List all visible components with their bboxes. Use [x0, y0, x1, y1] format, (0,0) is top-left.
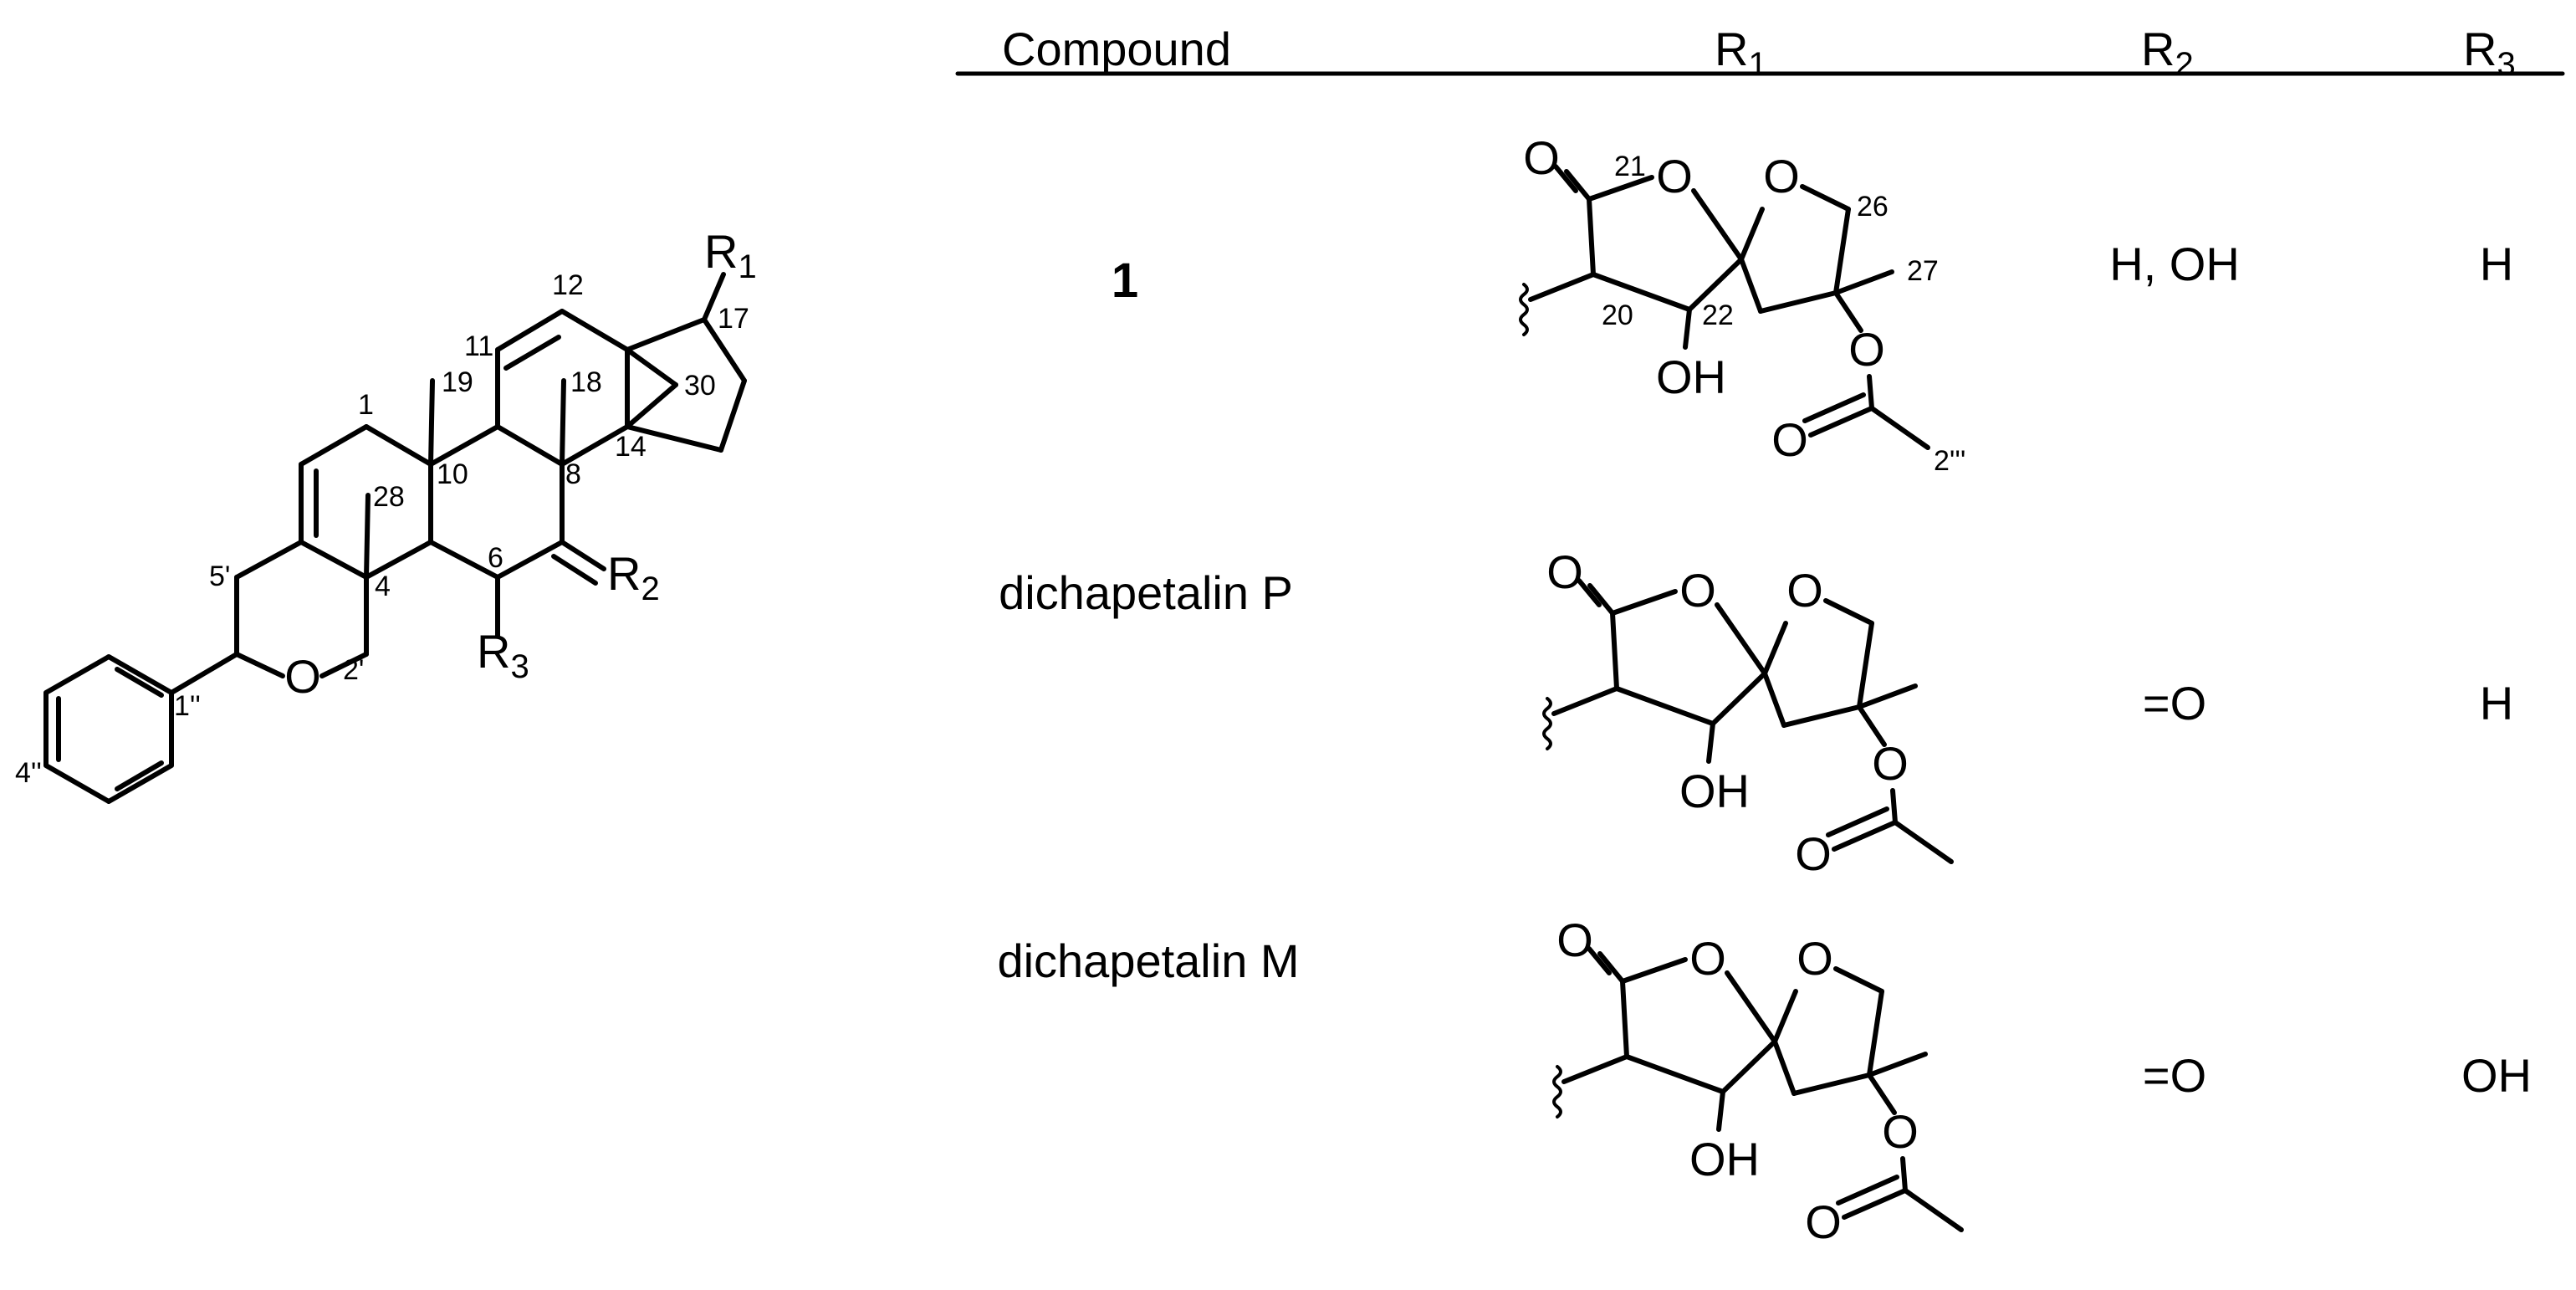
core-scaffold: O R1 R2 R3 1 19 11 12 17 30 18 28 10 8 1… — [15, 225, 757, 804]
locant-26: 26 — [1857, 191, 1889, 223]
acetyl-o: O — [1805, 1195, 1842, 1248]
locant-11: 11 — [464, 330, 493, 362]
locant-2-triple-prime: 2''' — [1934, 445, 1965, 477]
row-3-r1-structure: O O O OH O O — [1554, 914, 1961, 1248]
locant-27: 27 — [1907, 255, 1939, 287]
scaffold-r3-subscript: 3 — [510, 648, 529, 685]
header-r3: R3 — [2463, 23, 2516, 83]
scaffold-r2-subscript: 2 — [641, 571, 659, 607]
row-1-r1-structure: O O O OH O O 21 26 27 20 22 2''' — [1521, 131, 1965, 477]
scaffold-atom-labels: O R1 R2 R3 — [284, 225, 756, 703]
locant-1-double-prime: 1'' — [174, 690, 201, 722]
scaffold-r2-letter: R — [607, 547, 641, 600]
header-r3-subscript: 3 — [2497, 46, 2515, 83]
carbonyl-o: O — [1523, 131, 1560, 184]
header-r1-letter: R — [1715, 23, 1748, 75]
scaffold-r1-letter: R — [704, 225, 738, 278]
scaffold-r3: R3 — [477, 625, 529, 685]
row-3-r3: OH — [2461, 1049, 2532, 1102]
locant-1: 1 — [358, 389, 374, 421]
header-r1: R1 — [1715, 23, 1767, 83]
pyran-oxygen: O — [284, 650, 321, 703]
row-2-r3: H — [2480, 677, 2513, 729]
header-r1-subscript: 1 — [1748, 46, 1766, 83]
compound-table: Compound R1 R2 R3 1 H, OH H dichapetalin… — [955, 23, 2565, 1102]
header-r2-subscript: 2 — [2175, 46, 2193, 83]
locant-4: 4 — [375, 571, 391, 602]
locant-19: 19 — [442, 366, 473, 398]
locant-5-prime: 5' — [209, 561, 230, 592]
header-r3-letter: R — [2463, 23, 2497, 75]
locant-20: 20 — [1602, 299, 1633, 331]
locant-21: 21 — [1614, 151, 1646, 182]
scaffold-r2: R2 — [607, 547, 660, 607]
locant-28: 28 — [373, 481, 405, 513]
thf-o: O — [1797, 932, 1833, 985]
locant-22: 22 — [1702, 299, 1734, 331]
locant-18: 18 — [570, 366, 602, 398]
header-r2: R2 — [2141, 23, 2194, 83]
row-1-r2: H, OH — [2109, 238, 2240, 290]
locant-8: 8 — [565, 458, 581, 490]
locant-14: 14 — [615, 431, 647, 463]
locant-30: 30 — [684, 370, 716, 402]
scaffold-bonds — [43, 272, 747, 804]
row-1-compound: 1 — [1112, 253, 1138, 308]
acetyl-o: O — [1795, 827, 1832, 880]
thf-o: O — [1763, 150, 1800, 202]
hydroxyl-oh: OH — [1679, 765, 1750, 817]
row-1-r3: H — [2480, 238, 2513, 290]
locant-17: 17 — [718, 303, 749, 335]
row-2-compound: dichapetalin P — [999, 566, 1293, 619]
ring-o: O — [1679, 564, 1716, 617]
row-2-r1-structure: O O O OH O O — [1544, 545, 1951, 880]
acetyl-o: O — [1771, 413, 1808, 466]
ring-o: O — [1689, 932, 1726, 985]
carbonyl-o: O — [1546, 545, 1583, 598]
locant-4-double-prime: 4'' — [15, 757, 42, 789]
row-2-r2: =O — [2143, 677, 2206, 729]
row-3-r2: =O — [2143, 1049, 2206, 1102]
header-compound: Compound — [1002, 23, 1231, 75]
locant-12: 12 — [552, 269, 584, 301]
header-r2-letter: R — [2141, 23, 2175, 75]
ester-o: O — [1882, 1105, 1919, 1158]
ester-o: O — [1872, 737, 1909, 790]
hydroxyl-oh: OH — [1689, 1133, 1760, 1185]
scaffold-r1-subscript: 1 — [738, 248, 756, 285]
scaffold-r3-letter: R — [477, 625, 510, 678]
thf-o: O — [1786, 564, 1823, 617]
locant-2-prime: 2' — [343, 654, 364, 686]
ring-o: O — [1656, 150, 1693, 202]
carbonyl-o: O — [1556, 914, 1593, 966]
ester-o: O — [1848, 323, 1885, 376]
locant-6: 6 — [488, 542, 503, 574]
locant-10: 10 — [437, 458, 468, 490]
hydroxyl-oh: OH — [1656, 351, 1726, 403]
row-3-compound: dichapetalin M — [997, 934, 1299, 987]
scaffold-locants: 1 19 11 12 17 30 18 28 10 8 14 5' 4 6 2'… — [15, 269, 749, 789]
scaffold-r1: R1 — [704, 225, 757, 285]
